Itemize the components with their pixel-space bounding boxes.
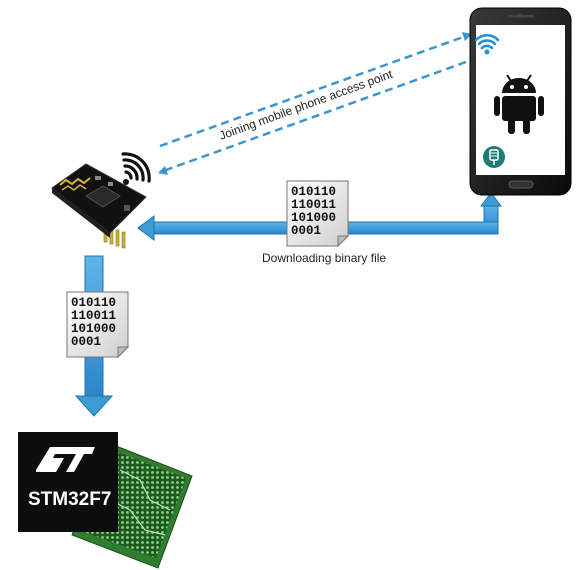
esp8266-wifi-module-icon xyxy=(51,163,147,249)
stm32-chip-icon: ST STM32F7 xyxy=(0,0,193,569)
smartphone-icon xyxy=(469,7,572,196)
binary-file-icon-left: 010110 110011 101000 0001 xyxy=(66,291,130,359)
st-logo-text: ST xyxy=(0,0,2,1)
binary-line: 010110 xyxy=(291,185,336,199)
chip-name: STM32F7 xyxy=(28,489,111,510)
downloading-label: Downloading binary file xyxy=(262,251,386,265)
app-icon[interactable] xyxy=(483,146,505,168)
st-logo: ST xyxy=(0,0,95,472)
dashed-arrow-down xyxy=(165,60,467,172)
binary-line: 110011 xyxy=(291,198,336,212)
dashed-arrow-up xyxy=(159,34,467,148)
dashed-link-arrows xyxy=(158,32,472,175)
binary-line: 0001 xyxy=(71,335,101,349)
android-robot-icon xyxy=(494,74,544,134)
phone-wifi-icon xyxy=(474,33,500,55)
dashed-arrowhead-module xyxy=(158,166,168,175)
binary-line: 110011 xyxy=(71,309,116,323)
binary-line: 101000 xyxy=(71,322,116,336)
binary-line: 010110 xyxy=(71,296,116,310)
binary-file-icon-top: 010110 110011 101000 0001 xyxy=(286,180,350,248)
binary-line: 0001 xyxy=(291,224,321,238)
wifi-signal-icon xyxy=(121,152,151,185)
joining-label: Joining mobile phone access point xyxy=(217,67,395,143)
binary-line: 101000 xyxy=(291,211,336,225)
